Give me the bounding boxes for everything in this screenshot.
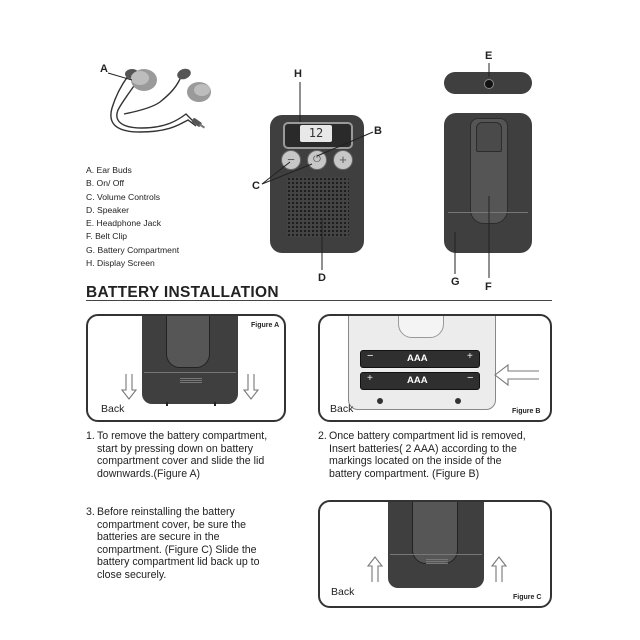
figure-c-tab	[426, 559, 448, 565]
step-line: compartment cover, be sure the	[97, 518, 246, 531]
figure-a: Figure A Back	[86, 314, 286, 422]
battery-2-label: AAA	[407, 375, 428, 386]
callout-d-line	[321, 218, 323, 270]
step-line: start by pressing down on battery	[97, 442, 254, 455]
step-line: Insert batteries( 2 AAA) according to th…	[329, 442, 517, 455]
step-line: battery compartment lid back up to	[97, 556, 260, 569]
parts-legend: A. Ear Buds B. On/ Off C. Volume Control…	[86, 164, 179, 270]
volume-up-button[interactable]: +	[333, 150, 353, 170]
step-line: battery compartment. (Figure B)	[329, 467, 480, 480]
callout-g-line	[454, 232, 456, 274]
callout-b-line	[316, 131, 374, 157]
figure-b-label: Figure B	[512, 408, 541, 415]
step-line: batteries are secure in the	[97, 531, 220, 544]
power-button[interactable]: ⏻	[307, 150, 327, 170]
battery-compartment-seam	[448, 212, 528, 213]
legend-item: F. Belt Clip	[86, 231, 128, 242]
battery-aaa: − AAA +	[360, 350, 480, 368]
legend-item: D. Speaker	[86, 204, 129, 215]
callout-f: F	[485, 281, 492, 293]
step-number: 1.	[86, 430, 95, 442]
step-line: markings located on the inside of the	[329, 455, 502, 468]
step-line: Before reinstalling the battery	[97, 506, 235, 518]
legend-item: A. Ear Buds	[86, 165, 132, 175]
callout-a-line	[107, 72, 133, 81]
arrow-up-icon	[490, 556, 508, 582]
figure-a-foot-left	[166, 402, 168, 406]
screw-icon	[455, 398, 461, 404]
figure-c-label: Figure C	[513, 594, 542, 601]
step-number: 2.	[318, 430, 327, 442]
display-readout: 12	[300, 125, 332, 142]
step-line: downwards.(Figure A)	[97, 467, 201, 480]
screw-icon	[377, 398, 383, 404]
callout-e-line	[488, 63, 490, 77]
legend-item: E. Headphone Jack	[86, 218, 162, 229]
callout-g: G	[451, 276, 460, 288]
step-1: 1. To remove the battery compartment, st…	[86, 430, 267, 480]
arrow-left-icon	[494, 363, 539, 387]
figure-a-seam	[144, 372, 236, 373]
battery-aaa: + AAA −	[360, 372, 480, 390]
callout-c: C	[252, 180, 260, 192]
legend-item: G. Battery Compartment	[86, 244, 180, 255]
figure-a-back-label: Back	[101, 403, 125, 415]
figure-b-clip-outline	[398, 316, 444, 338]
figure-a-clip	[166, 316, 210, 368]
battery-1-label: AAA	[407, 353, 428, 364]
figure-a-tab	[180, 378, 202, 384]
callout-a: A	[100, 63, 108, 75]
callout-b: B	[374, 125, 382, 137]
step-line: close securely.	[97, 568, 167, 581]
figure-a-label: Figure A	[251, 322, 280, 329]
legend-item: H. Display Screen	[86, 258, 155, 269]
arrow-down-icon	[120, 374, 138, 400]
callout-h-line	[299, 82, 301, 122]
step-2: 2. Once battery compartment lid is remov…	[318, 430, 526, 480]
section-divider	[86, 300, 552, 301]
callout-c-lines	[261, 161, 313, 185]
legend-item: B. On/ Off	[86, 178, 125, 189]
belt-clip-top	[476, 122, 502, 152]
figure-a-foot-right	[214, 402, 216, 406]
figure-c-seam	[390, 554, 482, 555]
step-line: compartment cover and slide the lid	[97, 455, 265, 468]
arrow-up-icon	[366, 556, 384, 582]
arrow-down-icon	[242, 374, 260, 400]
step-number: 3.	[86, 506, 95, 518]
step-line: Once battery compartment lid is removed,	[329, 430, 526, 442]
callout-h: H	[294, 68, 302, 80]
section-title: BATTERY INSTALLATION	[86, 284, 279, 301]
step-line: To remove the battery compartment,	[97, 430, 268, 442]
figure-c-clip	[412, 502, 458, 564]
callout-d: D	[318, 272, 326, 284]
ear-buds-illustration	[110, 68, 211, 133]
headphone-jack	[484, 79, 494, 89]
figure-b: − AAA + + AAA − Figure B Back	[318, 314, 552, 422]
figure-c: Figure C Back	[318, 500, 552, 608]
step-line: compartment. (Figure C) Slide the	[97, 543, 257, 556]
step-3: 3. Before reinstalling the battery compa…	[86, 506, 260, 582]
figure-c-back-label: Back	[331, 586, 355, 598]
callout-f-line	[488, 196, 490, 278]
callout-e: E	[485, 50, 493, 62]
figure-b-back-label: Back	[330, 403, 354, 415]
speaker-grille	[287, 177, 349, 237]
legend-item: C. Volume Controls	[86, 191, 161, 202]
